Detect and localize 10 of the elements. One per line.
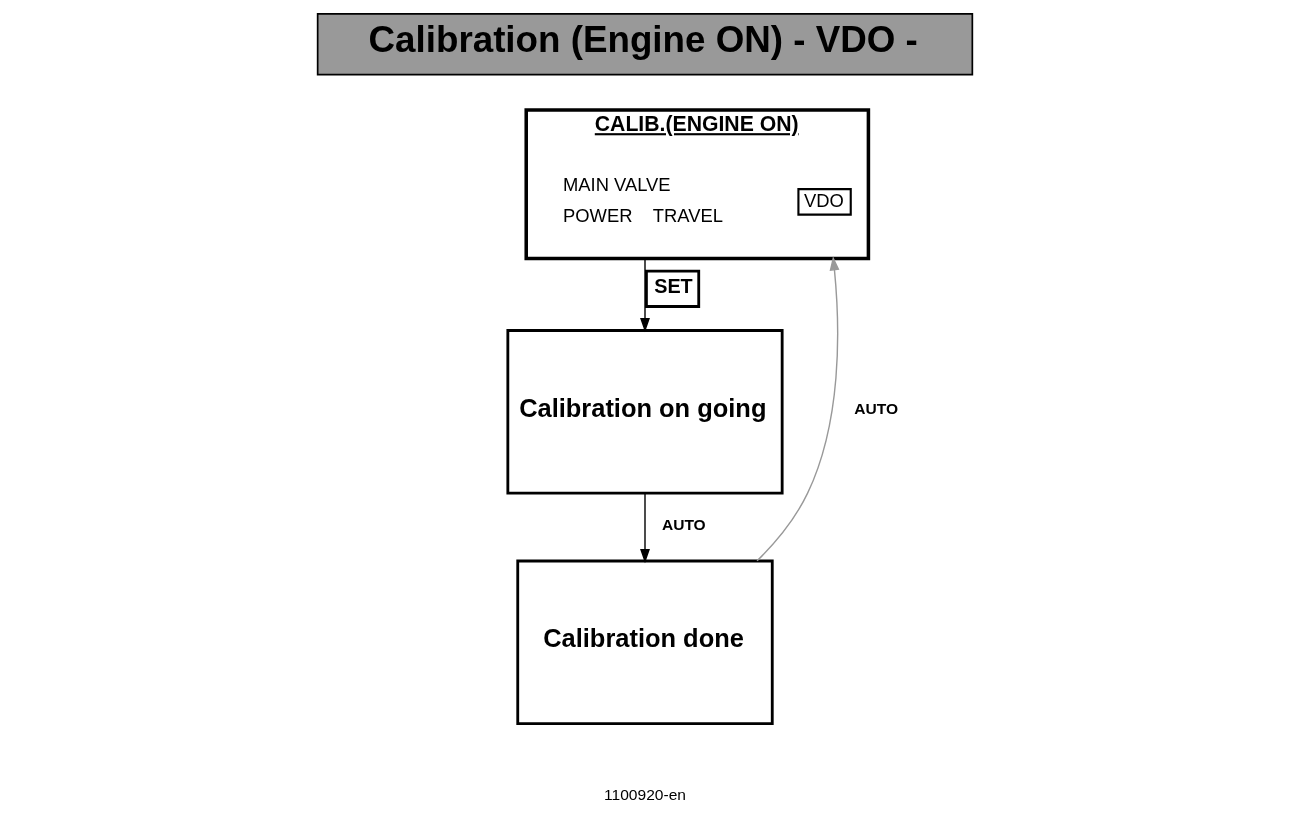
edge-label: SET bbox=[653, 275, 693, 298]
arrow bbox=[755, 256, 839, 562]
node-box: Calibration (Engine ON) - VDO - bbox=[316, 12, 973, 76]
edge-label: AUTO bbox=[661, 515, 706, 533]
edge-label: AUTO bbox=[853, 400, 898, 418]
node-box: Calibration done bbox=[515, 559, 774, 726]
label: 1100920-en bbox=[603, 785, 686, 803]
node-box: VDO bbox=[796, 188, 852, 216]
arrow bbox=[639, 492, 650, 564]
node-box: Calibration on going bbox=[505, 329, 784, 495]
